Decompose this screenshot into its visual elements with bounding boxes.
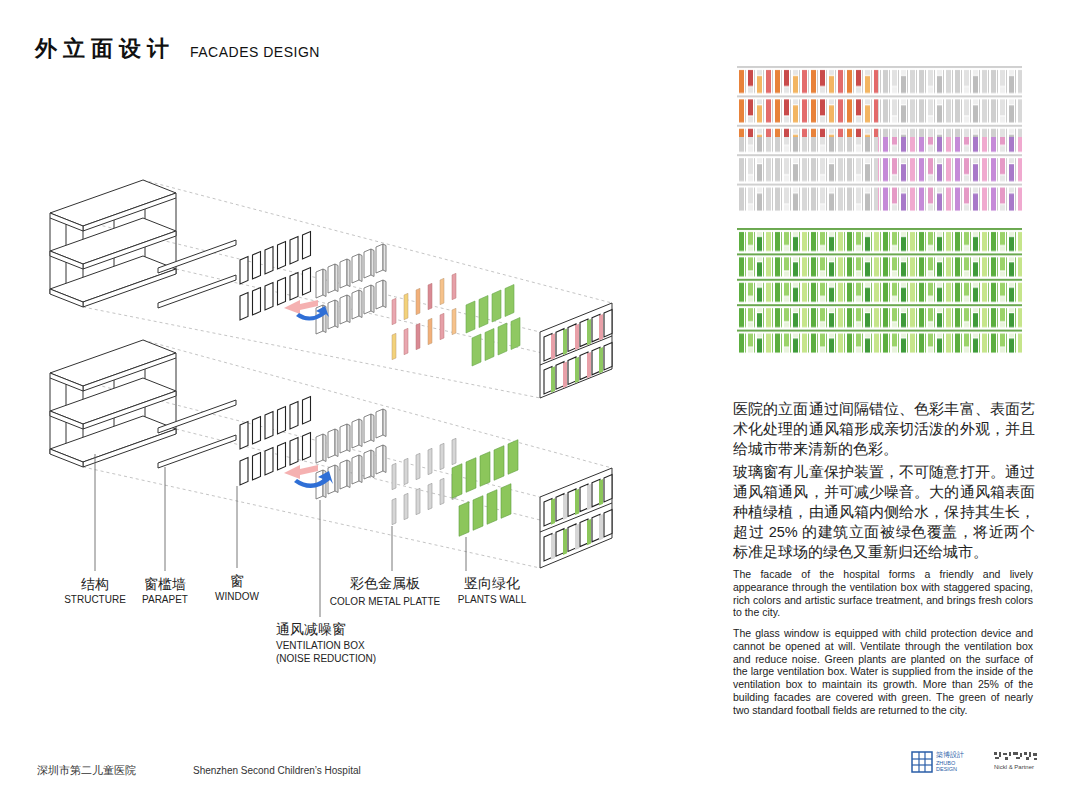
logo-text: ZHUBO DESIGN — [936, 760, 964, 772]
description-text: 医院的立面通过间隔错位、色彩丰富、表面艺术化处理的通风箱形成亲切活泼的外观，并且… — [733, 399, 1035, 459]
part-label: 竖向绿化 — [464, 575, 520, 592]
description-text-en: The glass window is equipped with child … — [733, 627, 1033, 717]
part-label-en: PARAPET — [142, 594, 188, 606]
logo-text: 築博設計 — [936, 751, 964, 759]
part-label-en: COLOR METAL PLATTE — [330, 596, 440, 608]
subtitle: FACADES DESIGN — [190, 44, 320, 61]
description-text: 玻璃窗有儿童保护装置，不可随意打开。通过通风箱通风，并可减少噪音。大的通风箱表面… — [733, 462, 1035, 562]
logo-text: Nickl & Partner — [994, 764, 1034, 771]
footer-text: Shenzhen Second Children’s Hospital — [193, 765, 361, 777]
page-title: 外立面设计 — [35, 34, 175, 64]
part-label: 窗 — [230, 573, 244, 590]
description-text-en: The facade of the hospital forms a frien… — [733, 568, 1033, 619]
part-label: 窗槛墙 — [144, 576, 186, 593]
part-label: 通风减噪窗 — [276, 621, 346, 638]
footer-text: 深圳市第二儿童医院 — [37, 764, 136, 777]
part-label: 结构 — [81, 576, 109, 593]
part-label-en: VENTILATION BOX (NOISE REDUCTION) — [276, 639, 388, 665]
part-label-en: STRUCTURE — [64, 594, 126, 606]
part-label-en: PLANTS WALL — [458, 594, 527, 606]
part-label: 彩色金属板 — [350, 575, 420, 592]
part-label-en: WINDOW — [215, 591, 259, 603]
